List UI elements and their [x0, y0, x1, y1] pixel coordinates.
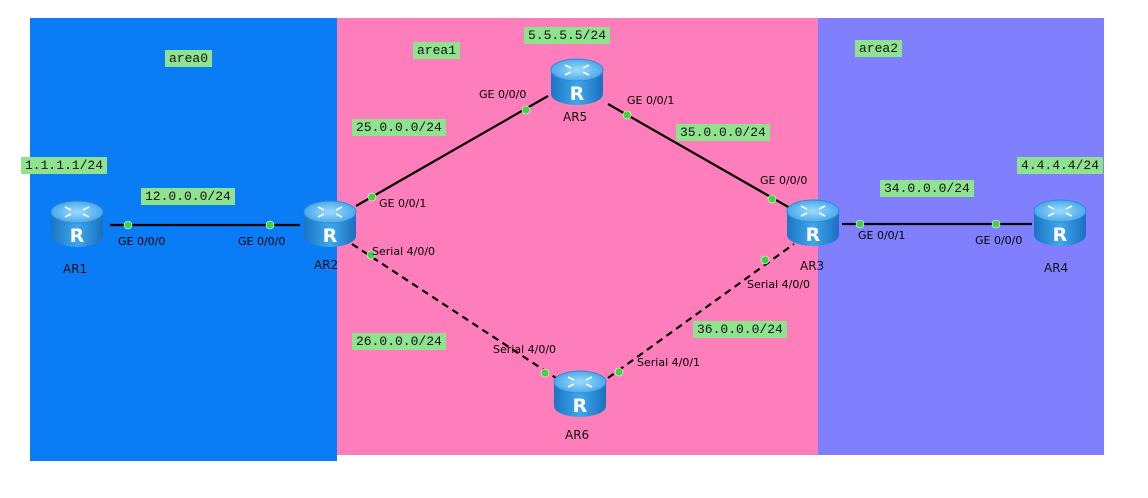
port-dot — [540, 368, 550, 378]
port-dot — [367, 192, 377, 202]
port-label-ar3-ge000: GE 0/0/0 — [760, 174, 808, 187]
port-label-ar6-serial400: Serial 4/0/0 — [493, 343, 557, 356]
svg-text:R: R — [573, 395, 588, 417]
router-ar3-name: AR3 — [800, 259, 825, 273]
svg-text:R: R — [570, 83, 585, 105]
ar5-loopback-ip: 5.5.5.5/24 — [524, 27, 611, 44]
network-12-label: 12.0.0.0/24 — [141, 188, 235, 205]
port-label-ar3-ge001: GE 0/0/1 — [858, 229, 906, 242]
router-ar5-icon[interactable]: R — [547, 56, 607, 108]
router-ar2-icon[interactable]: R — [300, 198, 360, 250]
area0-label: area0 — [165, 50, 213, 67]
port-label-ar3-serial400: Serial 4/0/0 — [747, 278, 811, 291]
port-dot — [855, 219, 865, 229]
router-ar1-name: AR1 — [63, 262, 88, 276]
port-dot — [614, 367, 624, 377]
network-26-label: 26.0.0.0/24 — [352, 333, 446, 350]
area1-label: area1 — [413, 42, 461, 59]
link-ar5-ar3[interactable] — [607, 103, 791, 209]
network-25-label: 25.0.0.0/24 — [352, 119, 446, 136]
router-ar3-icon[interactable]: R — [783, 197, 843, 249]
router-ar2-name: AR2 — [314, 258, 339, 272]
port-label-ar1-ge000: GE 0/0/0 — [118, 235, 166, 248]
port-label-ar4-ge000: GE 0/0/0 — [975, 234, 1023, 247]
svg-text:R: R — [806, 224, 821, 246]
area2-label: area2 — [855, 40, 903, 57]
router-ar6-icon[interactable]: R — [550, 368, 610, 420]
link-ar2-ar5[interactable] — [355, 95, 549, 207]
port-label-ar5-ge000: GE 0/0/0 — [479, 88, 527, 101]
link-ar6-ar3[interactable] — [607, 243, 795, 379]
port-dot — [991, 219, 1001, 229]
svg-text:R: R — [323, 225, 338, 247]
router-ar6-name: AR6 — [565, 428, 590, 442]
port-dot — [366, 250, 376, 260]
port-dot — [123, 220, 133, 230]
network-34-label: 34.0.0.0/24 — [880, 180, 974, 197]
port-dot — [521, 105, 531, 115]
network-35-label: 35.0.0.0/24 — [676, 124, 770, 141]
port-dot — [760, 255, 770, 265]
link-ar2-ar6[interactable] — [351, 243, 557, 379]
port-label-ar2-serial400: Serial 4/0/0 — [372, 245, 436, 258]
port-label-ar5-ge001: GE 0/0/1 — [627, 94, 675, 107]
svg-text:R: R — [70, 225, 85, 247]
port-label-ar2-ge001: GE 0/0/1 — [379, 197, 427, 210]
router-ar5-name: AR5 — [563, 110, 588, 124]
port-label-ar2-ge000: GE 0/0/0 — [238, 235, 286, 248]
port-dot — [265, 220, 275, 230]
network-36-label: 36.0.0.0/24 — [693, 321, 787, 338]
port-dot — [767, 194, 777, 204]
router-ar4-icon[interactable]: R — [1030, 197, 1090, 249]
router-ar4-name: AR4 — [1044, 261, 1069, 275]
ar4-loopback-ip: 4.4.4.4/24 — [1017, 157, 1104, 174]
port-dot — [622, 110, 632, 120]
port-label-ar6-serial401: Serial 4/0/1 — [637, 356, 701, 369]
router-ar1-icon[interactable]: R — [47, 198, 107, 250]
svg-text:R: R — [1053, 224, 1068, 246]
ar1-loopback-ip: 1.1.1.1/24 — [21, 157, 108, 174]
